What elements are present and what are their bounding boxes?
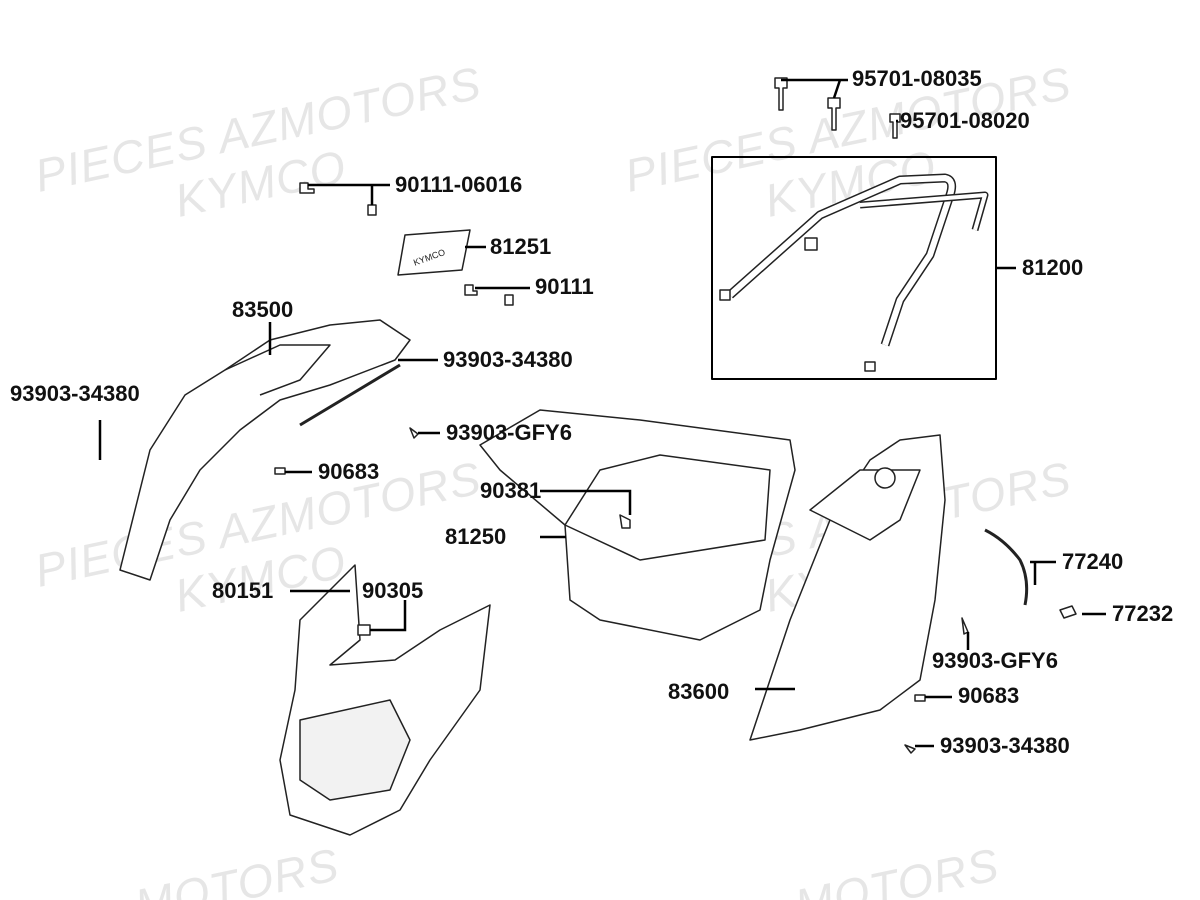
part-label[interactable]: 83500 — [232, 297, 294, 322]
seat-lock-cable — [984, 528, 1029, 606]
part-label[interactable]: 90111 — [535, 274, 594, 299]
part-label[interactable]: 93903-34380 — [443, 347, 573, 372]
part-label[interactable]: 81250 — [445, 524, 507, 549]
bolt-icon — [367, 204, 377, 216]
rear-center-cover — [279, 564, 491, 836]
bolt-icon — [504, 294, 514, 306]
part-label[interactable]: 95701-08020 — [900, 108, 1030, 133]
part-label[interactable]: 81251 — [490, 234, 552, 259]
part-label[interactable]: 77232 — [1112, 601, 1174, 626]
part-label[interactable]: 77240 — [1062, 549, 1124, 574]
part-label[interactable]: 90381 — [480, 478, 542, 503]
part-label[interactable]: 93903-34380 — [940, 733, 1070, 758]
inspection-cover — [397, 229, 471, 276]
part-label[interactable]: 90305 — [362, 578, 424, 603]
part-label[interactable]: 90683 — [318, 459, 380, 484]
part-label[interactable]: 95701-08035 — [852, 66, 982, 91]
bolt-icon — [299, 182, 315, 194]
part-label[interactable]: 80151 — [212, 578, 274, 603]
part-label[interactable]: 90111-06016 — [395, 172, 523, 197]
part-label[interactable]: 83600 — [668, 679, 730, 704]
bolt-icon — [889, 113, 901, 139]
bolt-icon — [464, 284, 478, 296]
part-label[interactable]: 93903-GFY6 — [932, 648, 1058, 673]
bolt-icon — [774, 77, 788, 111]
part-label[interactable]: 93903-GFY6 — [446, 420, 572, 445]
part-label[interactable]: 81200 — [1022, 255, 1084, 280]
leader-lines — [268, 78, 1106, 748]
part-label[interactable]: 90683 — [958, 683, 1020, 708]
rear-upper-cover — [119, 319, 411, 581]
bolt-icon — [827, 97, 841, 131]
part-label[interactable]: 93903-34380 — [10, 381, 140, 406]
